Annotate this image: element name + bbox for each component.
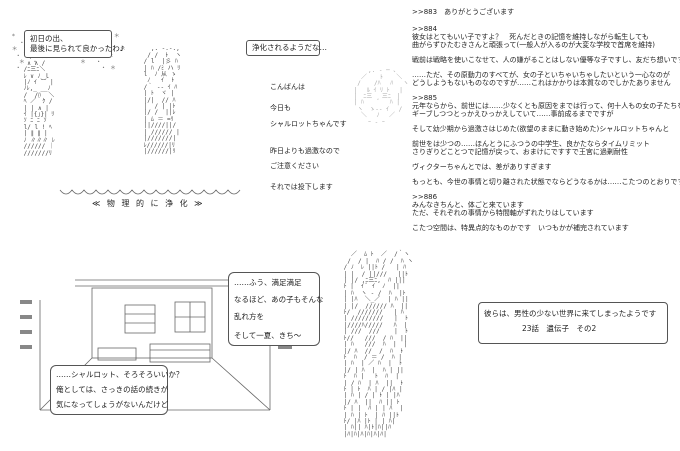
wave-frame [59, 189, 241, 195]
text-line: みんなきちんと、体ごと来ています [412, 201, 524, 209]
bubble-line: そして一夏、きち～ [234, 331, 302, 340]
title-box: 彼らは、男性の少ない世界に来てしまったようです 23話 遺伝子 その2 [478, 302, 668, 344]
text-line: そして幼少期から過激さはじめた(欲望のままに動き始めた)シャルロットちゃんと [412, 125, 670, 133]
bubble-line: 気になってしょうがないんだけど [56, 400, 169, 409]
panel-caption: ≪ 物 理 的 に 浄 化 ≫ [92, 199, 205, 208]
episode-title: 彼らは、男性の少ない世界に来てしまったようです [484, 309, 657, 318]
text-line: どうしようもないものなのですが……これはかかりは本質なのでしかたありません [412, 79, 671, 87]
text-line: >>884 [412, 25, 438, 33]
text-line: ヴィクターちゃんとでは、差がありすぎます [412, 163, 552, 171]
ascii-art-figure: ／ ﾑ ﾄ ／ /｀ヽ / / | ﾊ / / ﾊ ヽ / ﾉ ﾚ ||ﾄ / … [343, 251, 414, 438]
speech-bubble-bottom: ……シャルロット、そろそろいいか？ 俺としては、さっきの話の続きが 気になってし… [50, 365, 184, 415]
speech-bubble-top: ……ふう、満足満足 なるほど、あの子もそんな 乱れ方を そして一夏、きち～ [228, 272, 324, 346]
speech-bubble-right: 浄化されるようだな… [246, 40, 327, 56]
narration-line: ご注意ください [270, 162, 319, 170]
panel-top-left: ＼/ ＼ ／ ∧ ∧ / /ﾆ三ﾆ＼ ﾚ ∨ ﾉ ｌ |ﾉ ｲ ︶ | ﾉﾚ,_… [0, 0, 347, 230]
text-line: 曲がらずひたむきさんと頑張って(一般人が入るのが大変な学校で首席を維持) [412, 41, 655, 49]
panel-top-right: ,. ‐ ─ ､ ／ ﾄ ＼ / /ﾊ ﾊ ヽ | ﾙ ｲ ﾘ ﾄ | | ﾆ三… [340, 0, 680, 240]
narration-line: それでは投下します [270, 183, 333, 191]
narration-line: 今日も [270, 104, 291, 112]
narration-line: こんばんは [270, 83, 305, 91]
text-line: もっとも、今世の事情と切り離された状態でならどうなるかは……こたつのとおりです [412, 178, 680, 186]
bubble-line: 初日の出、 [30, 34, 68, 43]
text-line: 前世をは少つの……ほんとうにふつうの中学生、良かたならタイムリミット [412, 140, 650, 148]
text-line: 戦前は戦略を使いこなせて、人の嫌がることはしない優等な子ですし、友だち想いです [412, 56, 680, 64]
bubble-line: 浄化されるようだな… [252, 43, 327, 52]
ascii-art-faint-figure: ,. ‐ ─ ､ ／ ﾄ ＼ / /ﾊ ﾊ ヽ | ﾙ ｲ ﾘ ﾄ | | ﾆ三… [353, 67, 409, 126]
bubble-line: 乱れ方を [234, 312, 264, 321]
text-line: >>886 [412, 193, 438, 201]
text-line: >>885 [412, 94, 438, 102]
episode-number: 23話 遺伝子 その2 [522, 324, 597, 333]
bubble-line: ……ふう、満足満足 [234, 278, 302, 287]
text-line: こたつ空間は、特異点的なものかです いつもかが補完されています [412, 224, 629, 232]
text-line: >>883 ありがとうございます [412, 8, 515, 16]
text-line: さりぎりどことつで記憶が戻って、おまけにですすで王宮に過剰耐性 [412, 148, 628, 156]
text-line: ギーブしつつとっかえひっかえしていて……事前成るまでですが [412, 110, 614, 118]
panel-bottom-left: ……ふう、満足満足 なるほど、あの子もそんな 乱れ方を そして一夏、きち～ ……… [0, 240, 340, 451]
narration-line: シャルロットちゃんです [270, 120, 347, 128]
text-line: ……ただ、その原動力のすべてが、女の子といちゃいちゃしたいという一心なのが [412, 71, 670, 79]
ascii-art-character-left: ＼/ ＼ ／ ∧ ∧ / /ﾆ三ﾆ＼ ﾚ ∨ ﾉ ｌ |ﾉ ｲ ︶ | ﾉﾚ,_… [23, 54, 55, 157]
bubble-line: なるほど、あの子もそんな [234, 295, 324, 304]
text-line: 彼女はとてもいい子ですよ？ 死んだときの記憶を維持しながら転生しても [412, 33, 649, 41]
panel-bottom-right: ／ ﾑ ﾄ ／ /｀ヽ / / | ﾊ / / ﾊ ヽ / ﾉ ﾚ ||ﾄ / … [340, 240, 680, 451]
ascii-art-character-right: ,. ‐.-., / / ﾄ ヽ / l |彡 ﾊ | ﾊ /ﾐ ハ ﾘ l ﾉ… [143, 45, 182, 155]
text-line: ただ、それぞれの事情から特間軸がずれたりはしています [412, 209, 594, 217]
bubble-line: ……シャルロット、そろそろいいか？ [56, 370, 184, 379]
text-line: 元年ならから、前世には……少なくとも原因をまでは行って、何十人もの女の子たちを [412, 102, 680, 110]
speech-bubble-left: 初日の出、 最後に見られて良かったわ♪ [24, 30, 125, 58]
bubble-line: 最後に見られて良かったわ♪ [30, 44, 125, 53]
narration-line: 昨日よりも過激なので [270, 147, 340, 155]
bubble-line: 俺としては、さっきの話の続きが [56, 385, 169, 394]
